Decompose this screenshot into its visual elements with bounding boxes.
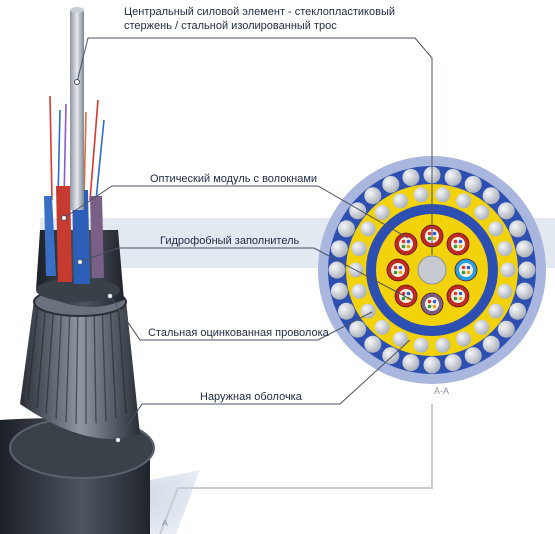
cs-optical-modules — [386, 224, 478, 316]
steel-wire — [402, 168, 420, 186]
steel-wire — [444, 168, 462, 186]
steel-wire — [351, 283, 367, 299]
steel-wire — [518, 261, 536, 279]
steel-wire — [337, 302, 355, 320]
steel-wire — [456, 331, 472, 347]
steel-wire — [413, 337, 429, 353]
steel-wire — [500, 262, 516, 278]
steel-wire — [349, 202, 367, 220]
steel-wire — [464, 347, 482, 365]
label-outer-sheath: Наружная оболочка — [200, 391, 302, 403]
steel-wire — [374, 205, 390, 221]
optical-module — [420, 292, 444, 316]
label-filler: Гидрофобный заполнитель — [160, 235, 300, 247]
steel-wire — [360, 303, 376, 319]
inner-sheath-top — [36, 278, 120, 302]
steel-wire — [351, 241, 367, 257]
steel-wire — [482, 187, 500, 205]
steel-wire — [330, 282, 348, 300]
leader-lines — [63, 37, 433, 441]
steel-wire — [509, 302, 527, 320]
steel-wire — [474, 319, 490, 335]
optical-module — [386, 258, 410, 282]
steel-wire — [497, 283, 513, 299]
steel-wire — [516, 282, 534, 300]
steel-wire — [474, 205, 490, 221]
module-tube-red — [56, 186, 72, 282]
steel-wire — [328, 261, 346, 279]
steel-wire — [374, 319, 390, 335]
steel-wire-strands — [27, 301, 127, 425]
steel-wire — [402, 354, 420, 372]
leader-dots — [61, 79, 121, 443]
optical-fibres — [49, 95, 105, 201]
steel-wire-layer — [20, 300, 140, 439]
label-optical-module: Оптический модуль с волокнами — [150, 173, 318, 185]
steel-wire — [360, 221, 376, 237]
label-central-element-line2: стержень / стальной изолированный трос — [124, 20, 337, 32]
steel-wire — [516, 240, 534, 258]
steel-wire — [392, 193, 408, 209]
steel-wire — [488, 221, 504, 237]
optical-module — [446, 284, 470, 308]
cs-steel-wires — [328, 166, 536, 374]
label-central-element: Центральный силовой элемент - стеклоплас… — [124, 6, 396, 18]
central-rod-tip — [70, 7, 84, 13]
label-section-aa: А-А — [434, 386, 450, 396]
optical-module — [446, 232, 470, 256]
central-rod — [70, 10, 84, 210]
module-tube-purple — [90, 196, 104, 278]
cs-central-element — [417, 255, 447, 285]
steel-wire — [413, 187, 429, 203]
optical-module — [454, 258, 478, 282]
steel-wire — [382, 175, 400, 193]
steel-wire — [423, 356, 441, 374]
steel-wire — [464, 175, 482, 193]
steel-wire — [330, 240, 348, 258]
steel-wire — [382, 347, 400, 365]
steel-wire — [444, 354, 462, 372]
steel-wire — [435, 337, 451, 353]
cross-section — [318, 156, 546, 384]
label-section-a: А — [162, 518, 169, 528]
steel-wire — [392, 331, 408, 347]
optical-module — [394, 284, 418, 308]
steel-wire — [364, 335, 382, 353]
steel-wire — [364, 187, 382, 205]
steel-wire — [488, 303, 504, 319]
steel-wire — [497, 202, 515, 220]
steel-wire — [337, 220, 355, 238]
steel-wire — [349, 320, 367, 338]
label-steel-wire: Стальная оцинкованная проволока — [148, 327, 329, 339]
steel-wire — [435, 187, 451, 203]
steel-wire — [456, 193, 472, 209]
steel-wire — [509, 220, 527, 238]
steel-wire — [482, 335, 500, 353]
steel-wire — [497, 320, 515, 338]
optical-module — [394, 232, 418, 256]
steel-wire — [497, 241, 513, 257]
section-connector — [159, 404, 433, 534]
module-tube-blue-left — [44, 196, 56, 276]
